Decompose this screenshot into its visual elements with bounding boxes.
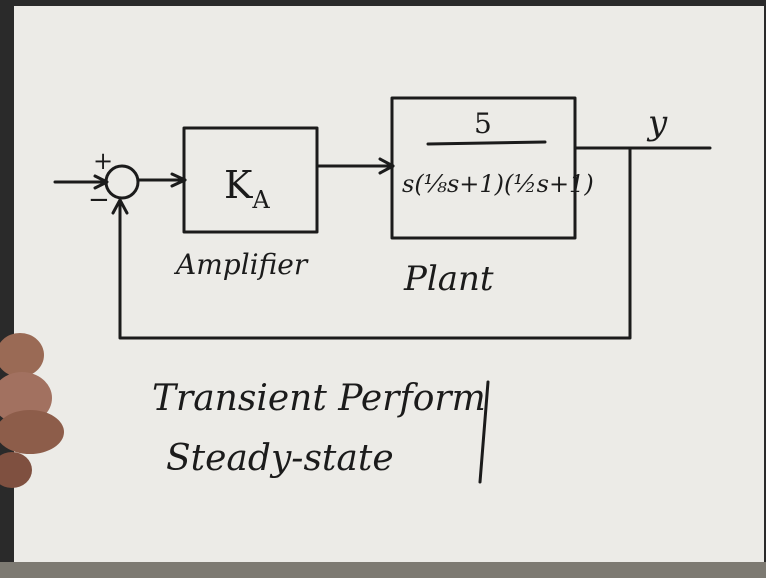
plant-fraction-bar <box>428 142 545 144</box>
amplifier-caption: Amplifier <box>173 248 309 281</box>
whiteboard <box>14 6 764 566</box>
plant-caption: Plant <box>403 259 494 299</box>
notes-line-2: Steady-state <box>166 438 394 479</box>
plant-denominator: s(⅛s+1)(½s+1) <box>402 170 594 198</box>
plus-sign: + <box>93 147 113 175</box>
notes-line-1: Transient Perform <box>152 378 486 419</box>
bottom-strip <box>0 562 766 578</box>
amplifier-gain-symbol: K <box>224 163 253 207</box>
plant-numerator: 5 <box>474 107 492 140</box>
amplifier-gain-subscript: A <box>251 186 270 214</box>
minus-sign: − <box>88 185 110 215</box>
output-label: y <box>646 103 668 143</box>
